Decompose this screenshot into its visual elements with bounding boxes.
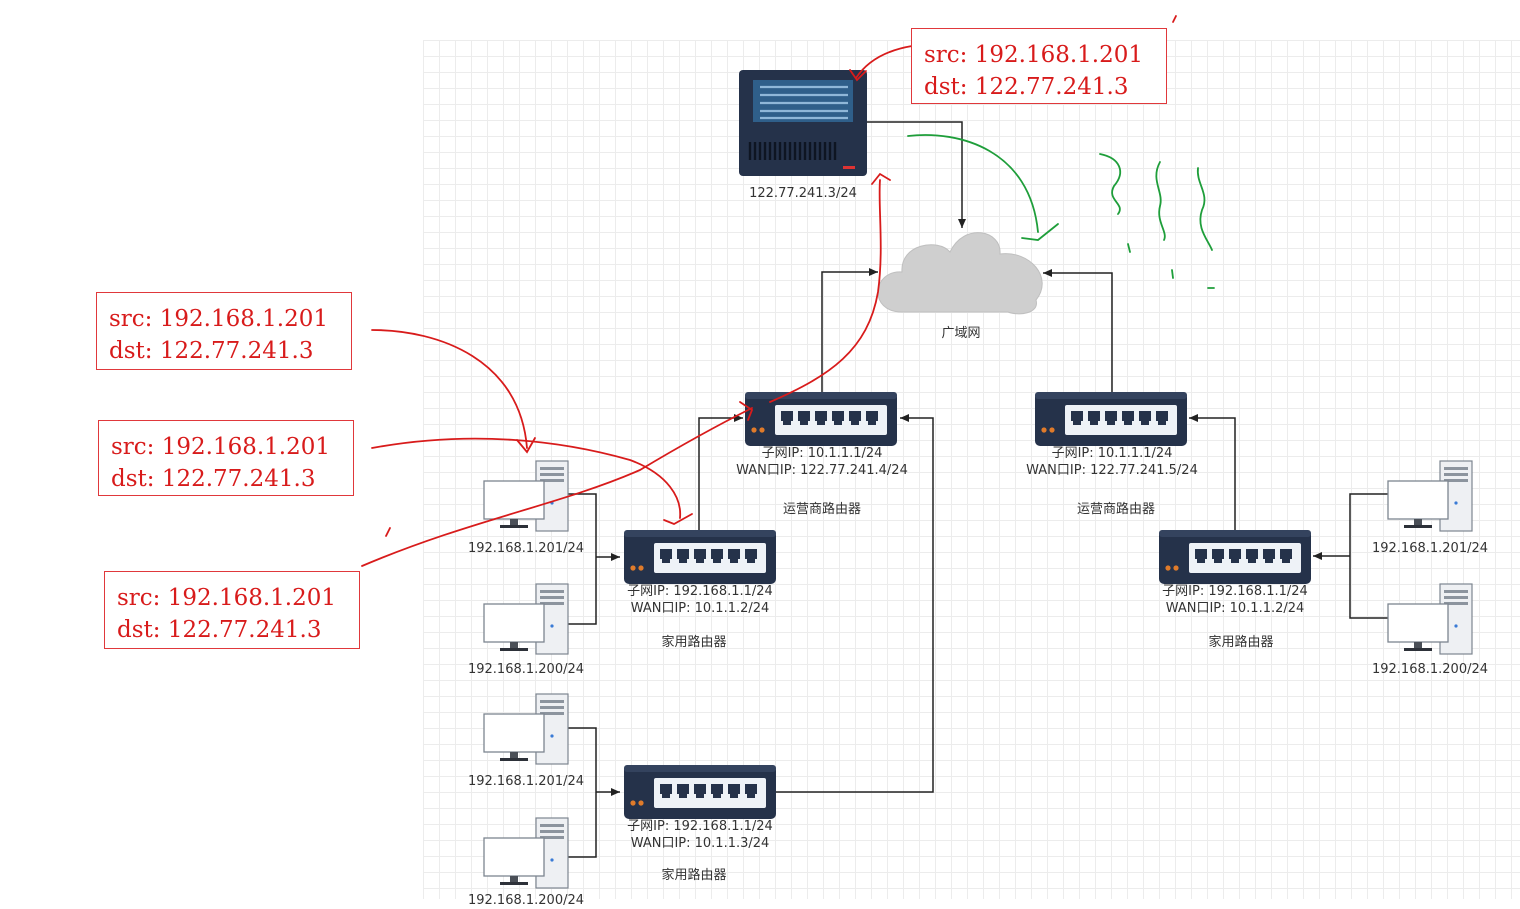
isp-router-left-icon bbox=[745, 392, 897, 446]
home-right-subnet: 子网IP: 192.168.1.1/24 bbox=[1162, 584, 1308, 599]
home-a-wan: WAN口IP: 10.1.1.2/24 bbox=[630, 601, 770, 616]
pc-a1-icon bbox=[483, 460, 569, 532]
home-right-name: 家用路由器 bbox=[1208, 635, 1274, 650]
canvas-grid bbox=[423, 40, 1520, 899]
home-router-a-icon bbox=[624, 530, 776, 584]
pc-a2-ip: 192.168.1.200/24 bbox=[467, 662, 585, 677]
annotation-src: src: 192.168.1.201 bbox=[109, 306, 329, 332]
pc-r2-ip: 192.168.1.200/24 bbox=[1371, 662, 1489, 677]
home-right-wan: WAN口IP: 10.1.1.2/24 bbox=[1165, 601, 1305, 616]
annotation-box-3: src: 192.168.1.201 dst: 122.77.241.3 bbox=[104, 571, 360, 649]
home-b-name: 家用路由器 bbox=[661, 868, 727, 883]
annotation-src: src: 192.168.1.201 bbox=[924, 42, 1144, 68]
cloud-label: 广域网 bbox=[941, 326, 981, 341]
pc-r1-icon bbox=[1387, 460, 1473, 532]
annotation-dst: dst: 122.77.241.3 bbox=[109, 338, 314, 364]
isp-router-right-icon bbox=[1035, 392, 1187, 446]
home-router-right-icon bbox=[1159, 530, 1311, 584]
isp-left-name: 运营商路由器 bbox=[782, 502, 862, 517]
pc-b2-icon bbox=[483, 817, 569, 889]
annotation-dst: dst: 122.77.241.3 bbox=[117, 617, 322, 643]
annotation-src: src: 192.168.1.201 bbox=[111, 434, 331, 460]
annotation-box-1: src: 192.168.1.201 dst: 122.77.241.3 bbox=[96, 292, 352, 370]
home-router-b-icon bbox=[624, 765, 776, 819]
pc-a2-icon bbox=[483, 583, 569, 655]
annotation-dst: dst: 122.77.241.3 bbox=[111, 466, 316, 492]
server-icon bbox=[739, 70, 867, 176]
red-annotation-arrows bbox=[361, 15, 1177, 567]
isp-right-wan: WAN口IP: 122.77.241.5/24 bbox=[1026, 463, 1198, 478]
home-b-subnet: 子网IP: 192.168.1.1/24 bbox=[627, 819, 773, 834]
annotation-dst: dst: 122.77.241.3 bbox=[924, 74, 1129, 100]
isp-right-subnet: 子网IP: 10.1.1.1/24 bbox=[1051, 446, 1173, 461]
annotation-box-2: src: 192.168.1.201 dst: 122.77.241.3 bbox=[98, 420, 354, 496]
isp-left-wan: WAN口IP: 122.77.241.4/24 bbox=[736, 463, 908, 478]
pc-a1-ip: 192.168.1.201/24 bbox=[467, 541, 585, 556]
isp-left-subnet: 子网IP: 10.1.1.1/24 bbox=[761, 446, 883, 461]
pc-b1-icon bbox=[483, 693, 569, 765]
wan-cloud-icon bbox=[877, 232, 1043, 315]
server-ip-label: 122.77.241.3/24 bbox=[749, 186, 857, 201]
isp-right-name: 运营商路由器 bbox=[1076, 502, 1156, 517]
pc-r1-ip: 192.168.1.201/24 bbox=[1371, 541, 1489, 556]
pc-b1-ip: 192.168.1.201/24 bbox=[467, 774, 585, 789]
home-a-name: 家用路由器 bbox=[661, 635, 727, 650]
home-a-subnet: 子网IP: 192.168.1.1/24 bbox=[627, 584, 773, 599]
pc-r2-icon bbox=[1387, 583, 1473, 655]
pc-b2-ip: 192.168.1.200/24 bbox=[467, 893, 585, 908]
annotation-box-server: src: 192.168.1.201 dst: 122.77.241.3 bbox=[911, 28, 1167, 104]
annotation-src: src: 192.168.1.201 bbox=[117, 585, 337, 611]
home-b-wan: WAN口IP: 10.1.1.3/24 bbox=[630, 836, 770, 851]
green-handwriting bbox=[907, 134, 1215, 289]
connection-lines bbox=[567, 121, 1388, 858]
